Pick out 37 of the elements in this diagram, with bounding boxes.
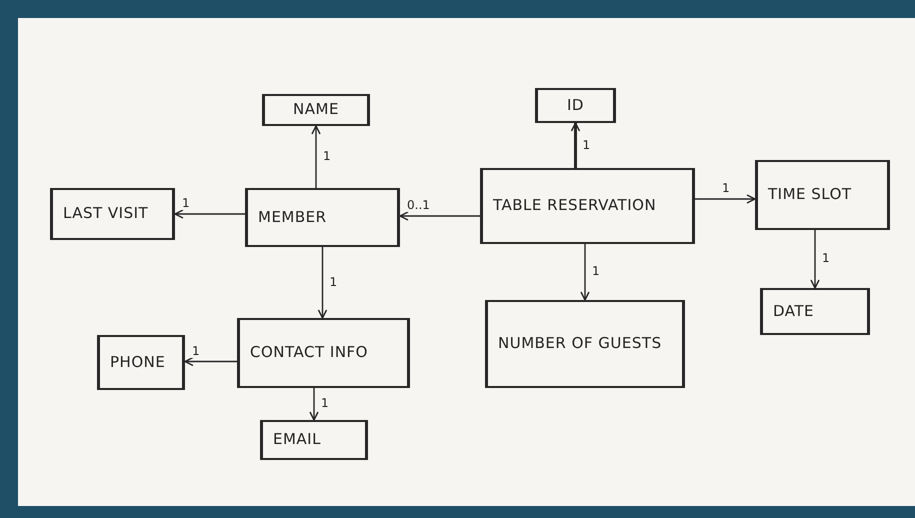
entity-name: NUMBER OF GUESTS [498, 334, 662, 354]
arrow [580, 244, 590, 301]
entity-name: PHONE [110, 352, 166, 372]
edge-label: 1 [181, 197, 191, 210]
arrow [184, 356, 237, 366]
arrow [318, 247, 328, 319]
arrow [399, 211, 480, 221]
entity-name: EMAIL [273, 430, 321, 450]
arrow [309, 388, 319, 421]
entity-box [535, 88, 616, 123]
arrow [174, 209, 245, 219]
edge-label: 1 [191, 344, 201, 358]
edge-label: 1 [328, 276, 338, 289]
edge-label: 0..1 [406, 199, 431, 212]
entity-box [260, 420, 368, 460]
entity-name: CONTACT INFO [250, 343, 368, 363]
entity-box [97, 335, 185, 390]
entity-name: TABLE RESERVATION [493, 196, 656, 216]
entity-box [50, 188, 175, 240]
entity-box [245, 188, 400, 247]
entity-box [760, 288, 870, 335]
entity-box [237, 318, 410, 388]
arrow [570, 122, 580, 168]
edge-label: 1 [582, 138, 592, 152]
entity-name: LAST VISIT [63, 204, 148, 224]
entity-box [262, 94, 370, 126]
entity-box [485, 300, 685, 388]
entity-name: TIME SLOT [768, 185, 852, 205]
arrow [810, 230, 820, 289]
entity-box [480, 168, 695, 244]
entity-name: MEMBER [258, 208, 327, 228]
entity-name: ID [567, 96, 584, 116]
arrow [311, 125, 321, 188]
entity-name: DATE [773, 302, 814, 322]
arrow [695, 194, 756, 204]
entity-box [755, 160, 890, 230]
entity-name: NAME [293, 100, 339, 120]
